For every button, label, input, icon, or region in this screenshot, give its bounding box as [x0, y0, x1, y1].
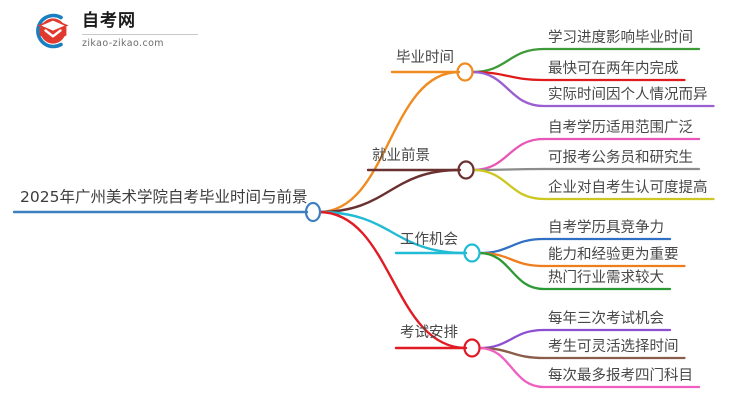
leaf-edge-0-0: [470, 47, 546, 74]
leaf-node-label-1-1[interactable]: 可报考公务员和研究生: [548, 150, 693, 166]
branch-edge-2: [317, 210, 468, 255]
logo-url: zikao-zikao.com: [82, 38, 164, 49]
branch-edge-1: [317, 168, 462, 214]
leaf-node-label-2-1[interactable]: 能力和经验更为重要: [548, 247, 679, 263]
leaf-edge-2-0: [477, 237, 546, 255]
mindmap-nodes: [304, 62, 481, 358]
leaf-node-label-2-0[interactable]: 自考学历具竞争力: [548, 220, 664, 236]
branch-node-label-3[interactable]: 考试安排: [400, 325, 458, 341]
branch-node-label-0[interactable]: 毕业时间: [396, 50, 454, 66]
leaf-edge-0-2: [470, 70, 546, 108]
mindmap-edges: [317, 47, 546, 389]
leaf-node-label-0-1[interactable]: 最快可在两年内完成: [548, 61, 679, 77]
root-node-label[interactable]: 2025年广州美术学院自考毕业时间与前景: [20, 188, 308, 206]
mindmap-underlines: [12, 47, 715, 389]
leaf-edge-1-2: [471, 168, 546, 201]
leaf-edge-3-0: [477, 328, 546, 350]
branch-node-label-1[interactable]: 就业前景: [372, 148, 430, 164]
leaf-edge-3-2: [477, 346, 546, 389]
branch-node-label-2[interactable]: 工作机会: [400, 232, 458, 248]
logo-name: 自考网: [82, 11, 198, 35]
site-logo[interactable]: 自考网 zikao-zikao.com: [28, 10, 208, 54]
leaf-node-label-2-2[interactable]: 热门行业需求较大: [548, 270, 664, 286]
branch-edge-0: [317, 70, 461, 214]
leaf-node-label-0-0[interactable]: 学习进度影响毕业时间: [548, 30, 693, 46]
leaf-edge-1-0: [471, 137, 546, 172]
leaf-node-label-1-0[interactable]: 自考学历适用范围广泛: [548, 120, 693, 136]
graduation-cap-icon: [36, 13, 69, 49]
leaf-edge-2-2: [477, 251, 546, 291]
leaf-node-label-3-0[interactable]: 每年三次考试机会: [548, 311, 664, 327]
leaf-node-label-3-2[interactable]: 每次最多报考四门科目: [548, 368, 693, 384]
logo-text-block: 自考网 zikao-zikao.com: [82, 11, 202, 49]
branch-edge-3: [317, 210, 468, 350]
leaf-node-label-3-1[interactable]: 考生可灵活选择时间: [548, 339, 679, 355]
leaf-node-label-0-2[interactable]: 实际时间因个人情况而异: [548, 87, 708, 103]
leaf-node-label-1-2[interactable]: 企业对自考生认可度提高: [548, 180, 708, 196]
